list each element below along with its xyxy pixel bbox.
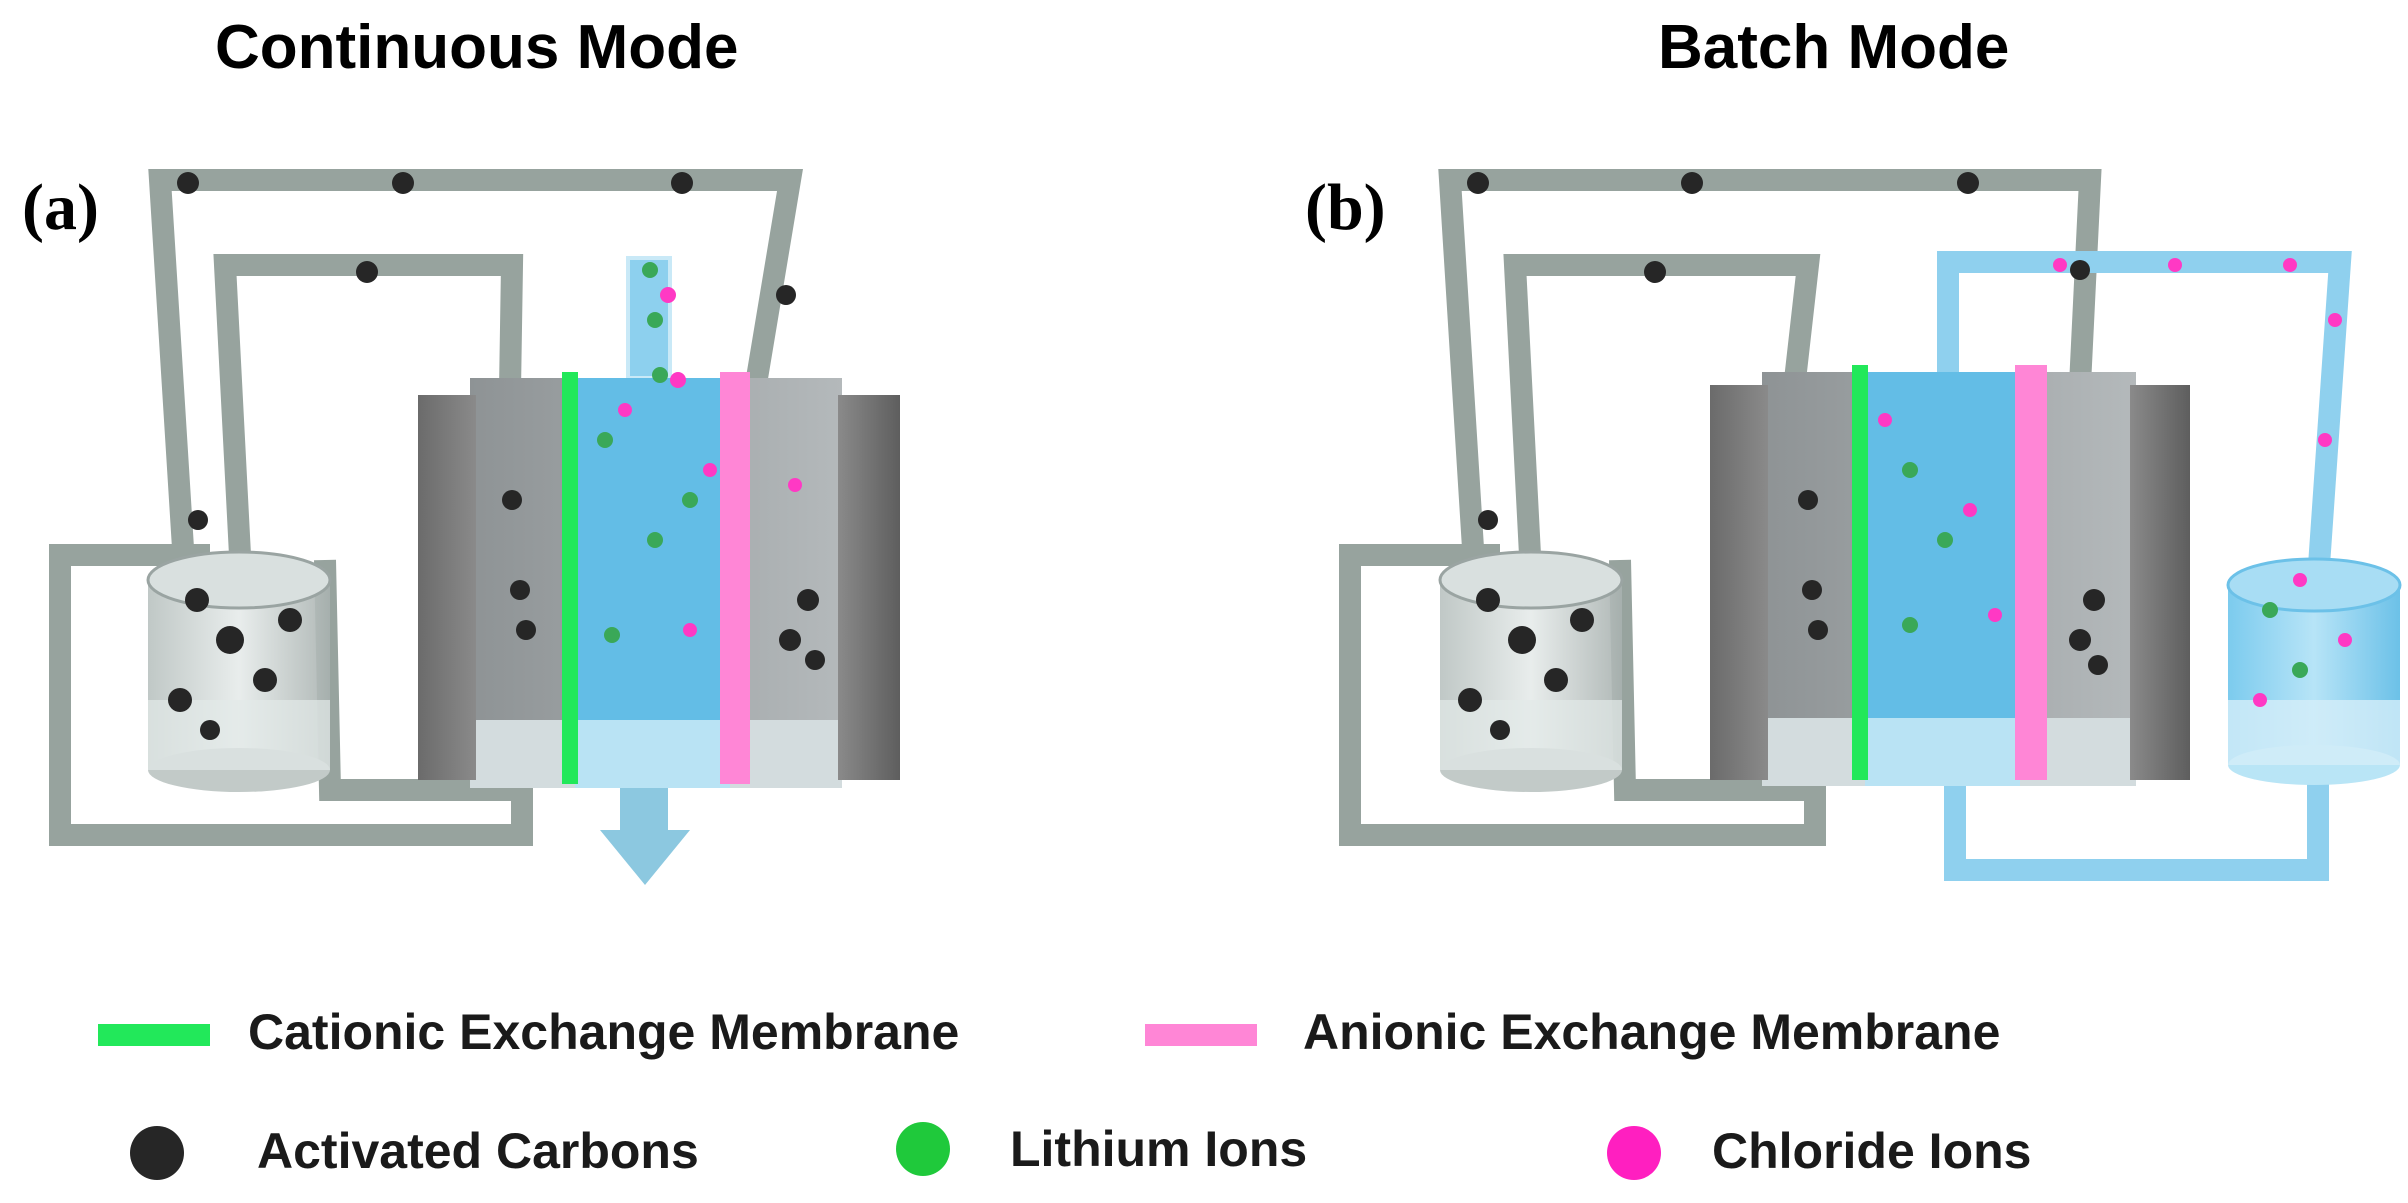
legend-cation-swatch	[98, 1024, 210, 1046]
panel-b-carbon-loop-outer	[1438, 169, 2102, 581]
activated-carbon-particles	[168, 172, 2108, 740]
legend-anion-swatch	[1145, 1024, 1257, 1046]
panel-a-label: (a)	[22, 171, 99, 244]
legend-lithium-swatch	[896, 1122, 950, 1176]
panel-a-storage-tank	[146, 550, 332, 792]
legend-cation-label: Cationic Exchange Membrane	[248, 1004, 960, 1060]
legend-chloride-swatch	[1607, 1126, 1661, 1180]
legend-chloride-label: Chloride Ions	[1712, 1123, 2032, 1179]
panel-a-carbon-loop-outer	[148, 169, 803, 581]
panel-a-anion-membrane	[720, 372, 750, 784]
panel-a-cation-membrane	[562, 372, 578, 784]
panel-a-outlet-arrow	[600, 780, 690, 885]
legend-carbon-label: Activated Carbons	[257, 1123, 699, 1179]
lithium-ion-particles	[597, 262, 2308, 678]
legend-carbon-swatch	[130, 1126, 184, 1180]
panel-b-cell	[1710, 365, 2190, 786]
chloride-ion-particles	[618, 258, 2352, 707]
panel-b-solution-tank	[2226, 557, 2402, 785]
panel-a-title: Continuous Mode	[215, 13, 739, 82]
panel-a-inlet-tube	[626, 256, 672, 380]
panel-b-carbon-tank	[1438, 550, 1624, 792]
panel-b-label: (b)	[1305, 171, 1386, 244]
panel-a-carbon-loop-bottom	[49, 544, 533, 846]
panel-b-carbon-loop-bottom	[1339, 544, 1826, 846]
legend-lithium-label: Lithium Ions	[1010, 1121, 1308, 1177]
legend-anion-label: Anionic Exchange Membrane	[1303, 1004, 2001, 1060]
panel-a-cell	[418, 372, 900, 788]
panel-b-anion-membrane	[2015, 365, 2047, 780]
panel-b-title: Batch Mode	[1658, 13, 2010, 82]
panel-b-solution-loop	[1937, 251, 2352, 881]
panel-b-cation-membrane	[1852, 365, 1868, 780]
